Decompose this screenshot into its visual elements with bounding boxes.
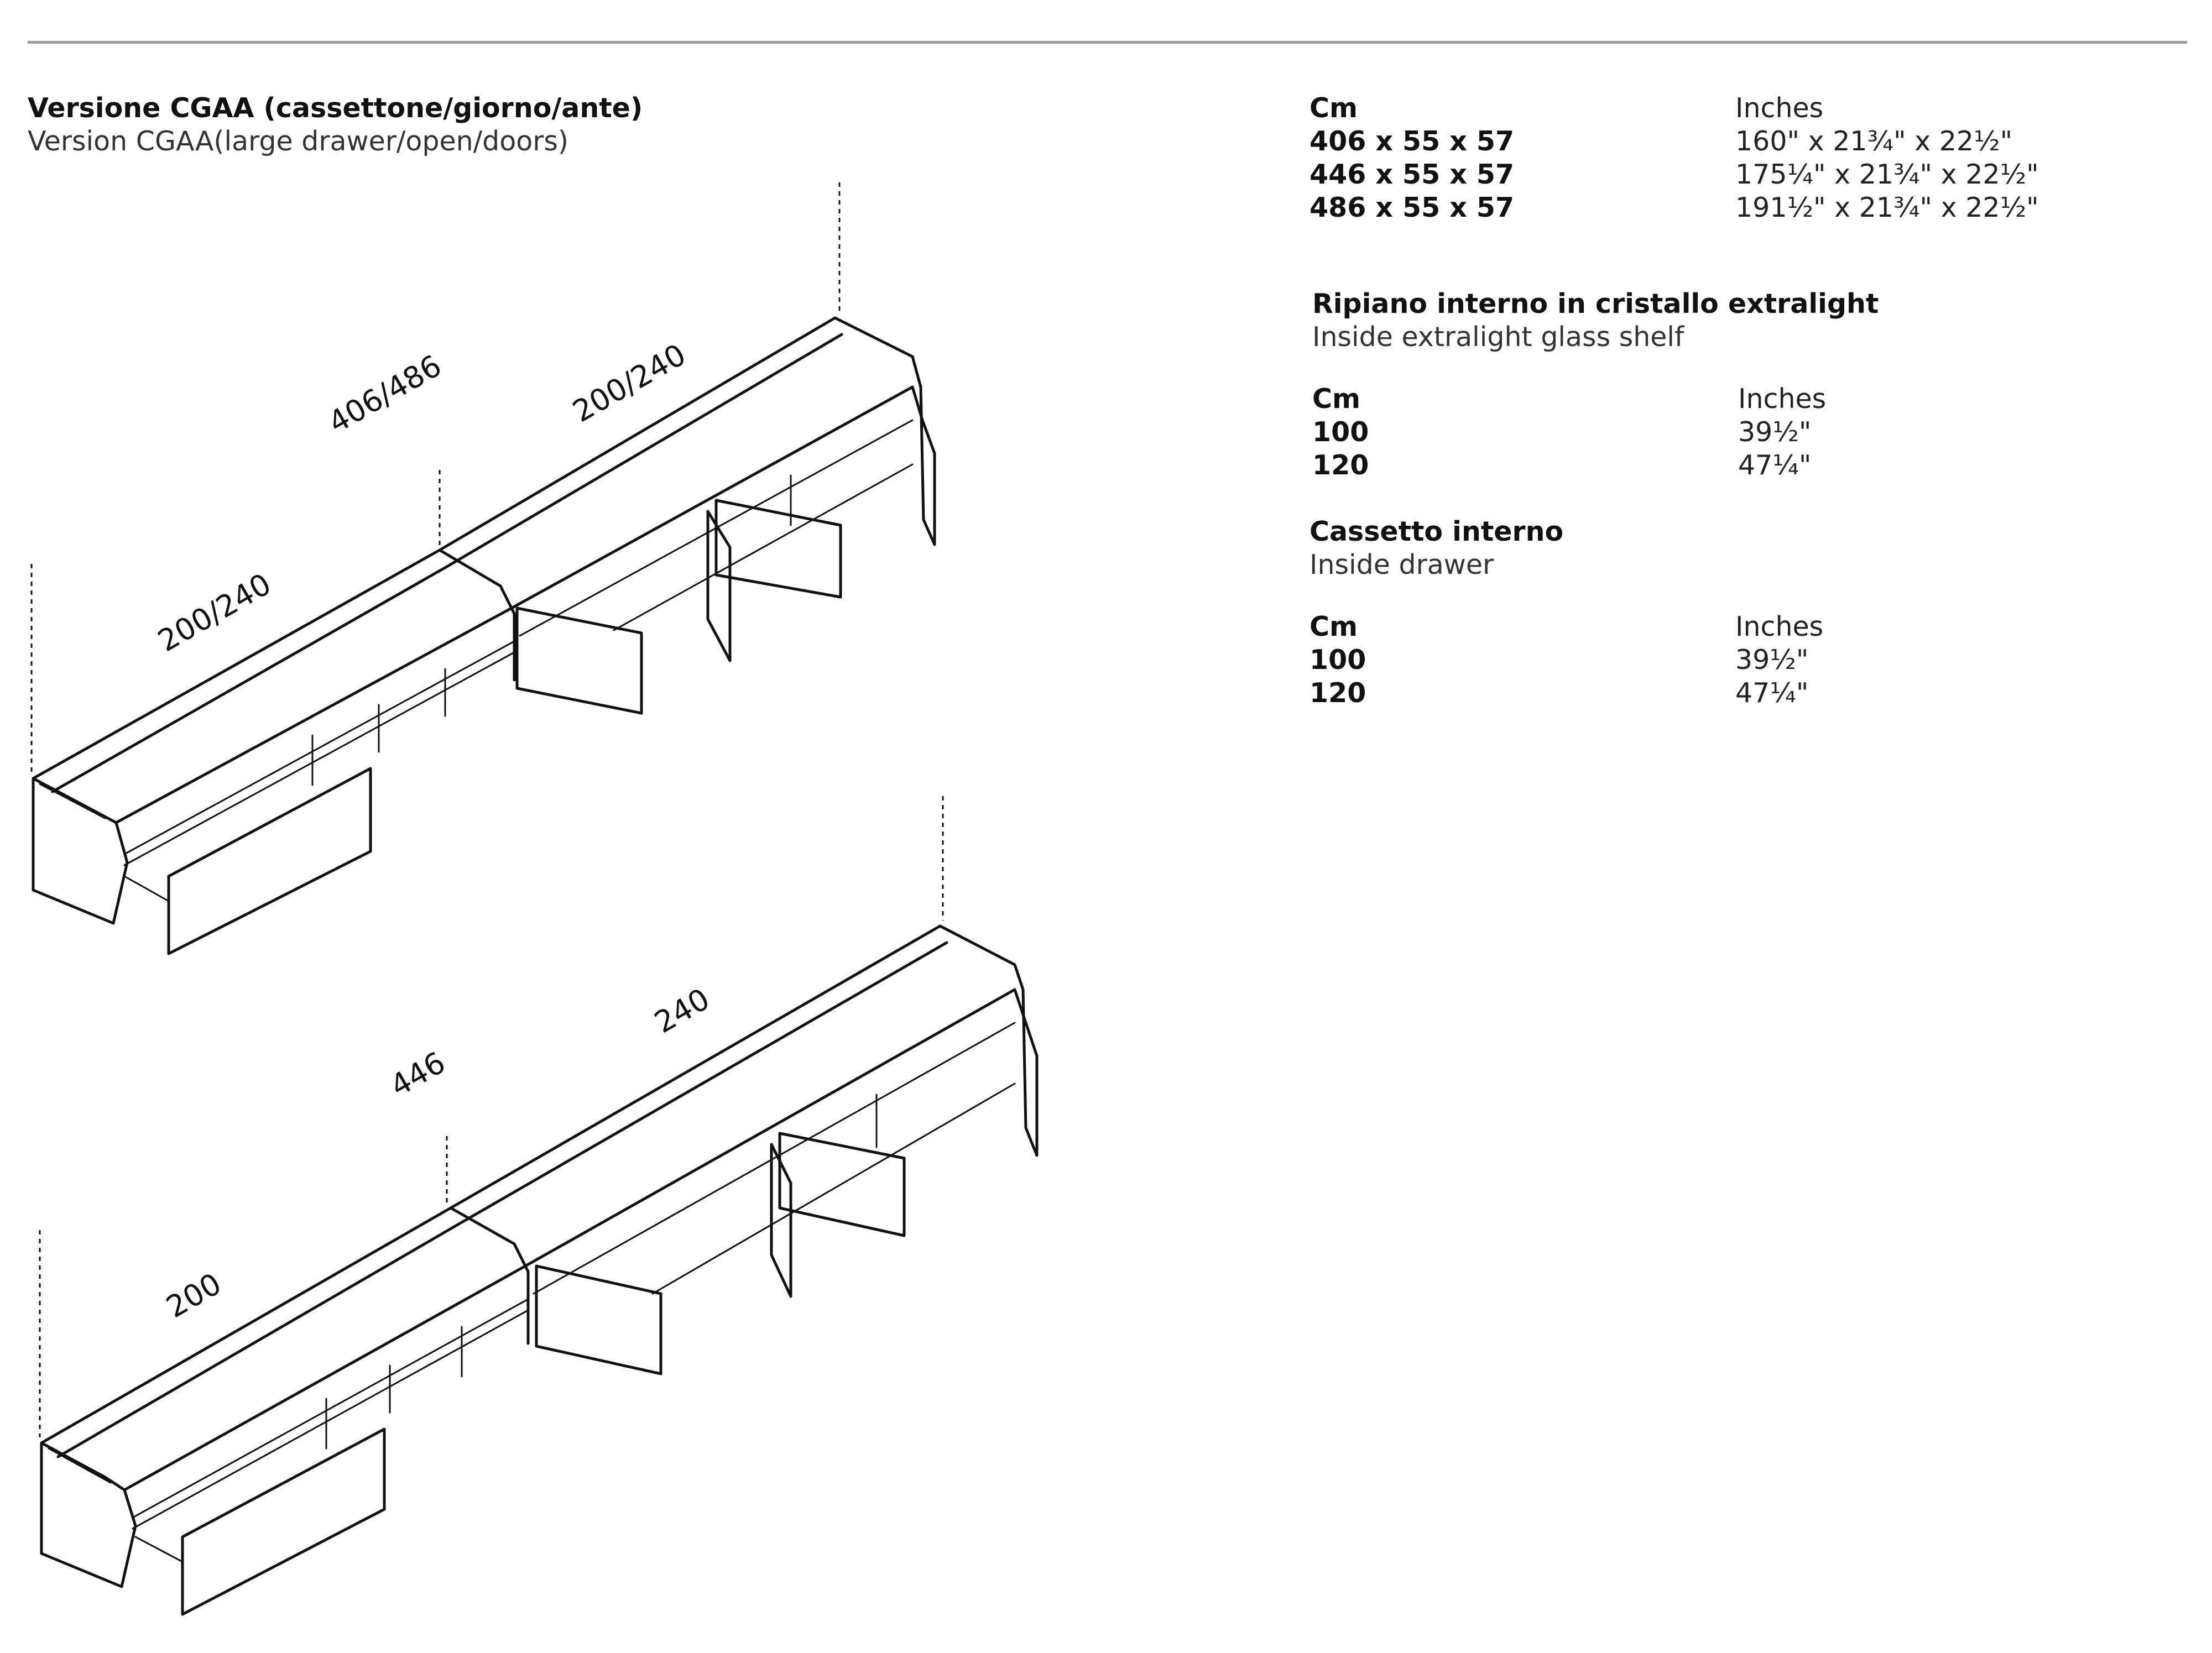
drawer-header-row: Cm Inches bbox=[1310, 610, 1823, 644]
dim-label-top-right: 200/240 bbox=[567, 337, 692, 430]
col-inches-header: Inches bbox=[1738, 383, 1827, 415]
col-inches-header: Inches bbox=[1735, 92, 1824, 124]
sideboard-bottom-drawing bbox=[40, 924, 1039, 1616]
inches-value: 39½" bbox=[1735, 644, 1809, 676]
cm-value: 120 bbox=[1310, 677, 1366, 709]
dimensions-header-row: Cm Inches bbox=[1310, 92, 2039, 125]
glass-shelf-title: Ripiano interno in cristallo extralight bbox=[1312, 288, 1879, 320]
dim-label-top-total: 406/486 bbox=[322, 348, 447, 441]
inches-value: 191½" x 21¾" x 22½" bbox=[1735, 192, 2039, 223]
cm-value: 120 bbox=[1312, 449, 1369, 481]
dim-label-top-left: 200/240 bbox=[152, 567, 277, 659]
table-row: 446 x 55 x 57 175¼" x 21¾" x 22½" bbox=[1310, 158, 2039, 191]
cm-value: 446 x 55 x 57 bbox=[1310, 159, 1515, 190]
version-subtitle: Version CGAA(large drawer/open/doors) bbox=[28, 125, 569, 157]
version-heading: Versione CGAA (cassettone/giorno/ante) V… bbox=[28, 92, 643, 158]
table-row: 100 39½" bbox=[1310, 644, 1823, 677]
version-title: Versione CGAA (cassettone/giorno/ante) bbox=[28, 92, 643, 124]
drawer-subtitle: Inside drawer bbox=[1310, 549, 1494, 580]
sideboard-top-drawing bbox=[32, 316, 936, 955]
col-cm-header: Cm bbox=[1312, 383, 1361, 415]
cm-value: 100 bbox=[1310, 644, 1366, 676]
dim-label-bottom-right: 240 bbox=[649, 981, 716, 1040]
cm-value: 100 bbox=[1312, 416, 1369, 448]
glass-shelf-subtitle: Inside extralight glass shelf bbox=[1312, 321, 1684, 353]
cm-value: 406 x 55 x 57 bbox=[1310, 125, 1515, 157]
drawer-section: Cassetto interno Inside drawer Cm Inches… bbox=[1310, 515, 1823, 710]
top-divider bbox=[28, 41, 2187, 44]
table-row: 486 x 55 x 57 191½" x 21¾" x 22½" bbox=[1310, 191, 2039, 224]
dim-label-bottom-total: 446 bbox=[384, 1045, 451, 1103]
table-row: 120 47¼" bbox=[1310, 677, 1823, 710]
inches-value: 47¼" bbox=[1738, 449, 1812, 481]
col-cm-header: Cm bbox=[1310, 92, 1358, 124]
inches-value: 160" x 21¾" x 22½" bbox=[1735, 125, 2013, 157]
inches-value: 39½" bbox=[1738, 416, 1812, 448]
table-row: 120 47¼" bbox=[1312, 449, 1879, 482]
table-row: 406 x 55 x 57 160" x 21¾" x 22½" bbox=[1310, 125, 2039, 158]
cm-value: 486 x 55 x 57 bbox=[1310, 192, 1515, 223]
dimensions-table: Cm Inches 406 x 55 x 57 160" x 21¾" x 22… bbox=[1310, 92, 2039, 224]
inches-value: 175¼" x 21¾" x 22½" bbox=[1735, 159, 2039, 190]
col-cm-header: Cm bbox=[1310, 611, 1358, 642]
glass-shelf-header-row: Cm Inches bbox=[1312, 383, 1879, 416]
dim-label-bottom-left: 200 bbox=[160, 1266, 227, 1325]
glass-shelf-section: Ripiano interno in cristallo extralight … bbox=[1312, 287, 1879, 482]
inches-value: 47¼" bbox=[1735, 677, 1809, 709]
col-inches-header: Inches bbox=[1735, 611, 1824, 642]
sideboard-drawings: 406/486 200/240 200/240 446 200 240 bbox=[30, 182, 1039, 1616]
table-row: 100 39½" bbox=[1312, 416, 1879, 449]
drawer-title: Cassetto interno bbox=[1310, 516, 1564, 547]
